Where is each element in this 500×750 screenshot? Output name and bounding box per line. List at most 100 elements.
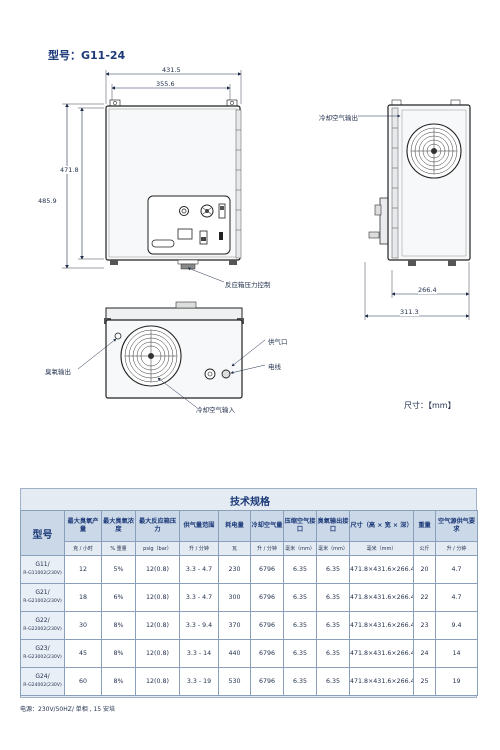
cell: 3.3 - 9.4	[179, 611, 219, 640]
cell: 25	[413, 667, 436, 696]
cell: 4.7	[435, 555, 478, 584]
cell: 3.3 - 14	[179, 639, 219, 668]
header-power-consumption: 耗电量	[218, 510, 251, 542]
cell: 22	[413, 583, 436, 612]
cell: 14	[435, 639, 478, 668]
cell: 24	[413, 639, 436, 668]
cell: 8%	[101, 667, 136, 696]
cell: 20	[413, 555, 436, 584]
unit-cell: 毫米（mm）	[349, 541, 414, 556]
cell: 3.3 - 4.7	[179, 583, 219, 612]
front-view	[62, 70, 242, 283]
label-ozone-output: 臭氧输出	[45, 368, 71, 376]
cell: 6796	[250, 639, 284, 668]
dim-depth-inner: 266.4	[418, 286, 437, 294]
cell: 12(0.8)	[135, 555, 180, 584]
cell: 6%	[101, 583, 136, 612]
cell: 60	[64, 667, 102, 696]
header-dimensions: 尺寸（高 × 宽 × 深）	[349, 510, 414, 542]
cell: 6.35	[316, 583, 350, 612]
model-title: 型号：G11-24	[48, 49, 126, 62]
cell: 9.4	[435, 611, 478, 640]
model-name: G23/	[35, 645, 50, 652]
cell: 3.3 - 19	[179, 667, 219, 696]
table-row: G24/R-G24002(230V) 60 8% 12(0.8) 3.3 - 1…	[20, 667, 478, 696]
cell: 300	[218, 583, 251, 612]
cell: 230	[218, 555, 251, 584]
cell: 12(0.8)	[135, 611, 180, 640]
bottom-view	[77, 301, 266, 408]
dim-height-total: 485.9	[38, 197, 57, 205]
table-row: G23/R-G23002(230V) 45 8% 12(0.8) 3.3 - 1…	[20, 639, 478, 668]
model-code: R-G22002(230V)	[23, 627, 62, 632]
header-compressed-air-port: 压缩空气接口	[283, 510, 317, 542]
model-cell: G21/R-G21002(230V)	[20, 583, 65, 612]
unit-cell: 升 / 分钟	[179, 541, 219, 556]
model-name: G24/	[35, 673, 50, 680]
cell: 6.35	[316, 639, 350, 668]
cell: 6.35	[316, 667, 350, 696]
label-power: 电线	[268, 363, 281, 371]
unit-cell: 克 / 小时	[64, 541, 102, 556]
table-row: G11/R-G11002(230V) 12 5% 12(0.8) 3.3 - 4…	[20, 555, 478, 584]
label-reactor-pressure-control: 反应箱压力控制	[225, 281, 271, 289]
cell: 6.35	[316, 611, 350, 640]
model-cell: G23/R-G23002(230V)	[20, 639, 65, 668]
cell: 3.3 - 4.7	[179, 555, 219, 584]
spec-table: 型号 最大臭氧产量 最大臭氧浓度 最大反应箱压力 供气量范围 耗电量 冷却空气量…	[20, 510, 478, 696]
unit-cell: 毫米（mm）	[316, 541, 350, 556]
cell: 12(0.8)	[135, 583, 180, 612]
unit-cell: % 重量	[101, 541, 136, 556]
table-row: G21/R-G21002(230V) 18 6% 12(0.8) 3.3 - 4…	[20, 583, 478, 612]
header-cooling-air-flow: 冷却空气量	[250, 510, 284, 542]
cell: 6.35	[283, 639, 317, 668]
cell: 12	[64, 555, 102, 584]
unit-cell: 公斤	[413, 541, 436, 556]
cell: 12(0.8)	[135, 639, 180, 668]
spec-title: 技术规格	[230, 497, 270, 508]
cell: 6796	[250, 583, 284, 612]
cell: 370	[218, 611, 251, 640]
unit-cell: 升 / 分钟	[250, 541, 284, 556]
cell: 4.7	[435, 583, 478, 612]
power-footnote: 电源：230V/50HZ/ 单相 , 15 安培	[20, 706, 116, 713]
cell: 6.35	[283, 583, 317, 612]
cell: 30	[64, 611, 102, 640]
model-code: R-G24002(230V)	[23, 683, 62, 688]
unit-cell: psig（bar）	[135, 541, 180, 556]
cell: 530	[218, 667, 251, 696]
model-code: R-G21002(230V)	[23, 599, 62, 604]
header-max-ozone-concentration: 最大臭氧浓度	[101, 510, 136, 542]
cell: 6796	[250, 667, 284, 696]
cell: 471.8×431.6×266.4	[349, 639, 414, 668]
cell: 23	[413, 611, 436, 640]
header-max-ozone-output: 最大臭氧产量	[64, 510, 102, 542]
dim-height-inner: 471.8	[60, 166, 79, 174]
cell: 6.35	[283, 555, 317, 584]
cell: 8%	[101, 611, 136, 640]
spec-unit-row: 克 / 小时 % 重量 psig（bar） 升 / 分钟 瓦 升 / 分钟 毫米…	[21, 541, 478, 556]
table-row: G22/R-G22002(230V) 30 8% 12(0.8) 3.3 - 9…	[20, 611, 478, 640]
technical-drawing	[62, 70, 471, 408]
cell: 440	[218, 639, 251, 668]
model-cell: G24/R-G24002(230V)	[20, 667, 65, 696]
cell: 6796	[250, 555, 284, 584]
model-name: G11/	[35, 561, 50, 568]
cell: 471.8×431.6×266.4	[349, 667, 414, 696]
cell: 19	[435, 667, 478, 696]
spec-header-row: 型号 最大臭氧产量 最大臭氧浓度 最大反应箱压力 供气量范围 耗电量 冷却空气量…	[20, 510, 478, 556]
label-gas-supply-port: 供气口	[268, 338, 288, 346]
cell: 45	[64, 639, 102, 668]
cell: 6.35	[283, 667, 317, 696]
unit-cell: 升 / 分钟	[435, 541, 478, 556]
header-weight: 重量	[413, 510, 436, 542]
model-code: R-G11002(230V)	[23, 571, 62, 576]
header-air-supply-requirement: 空气源供气要求	[435, 510, 478, 542]
cell: 471.8×431.6×266.4	[349, 583, 414, 612]
cell: 12(0.8)	[135, 667, 180, 696]
cell: 18	[64, 583, 102, 612]
dim-depth-total: 311.3	[400, 308, 419, 316]
dim-width-total: 431.5	[162, 66, 181, 74]
side-view	[358, 99, 471, 320]
model-cell: G11/R-G11002(230V)	[20, 555, 65, 584]
